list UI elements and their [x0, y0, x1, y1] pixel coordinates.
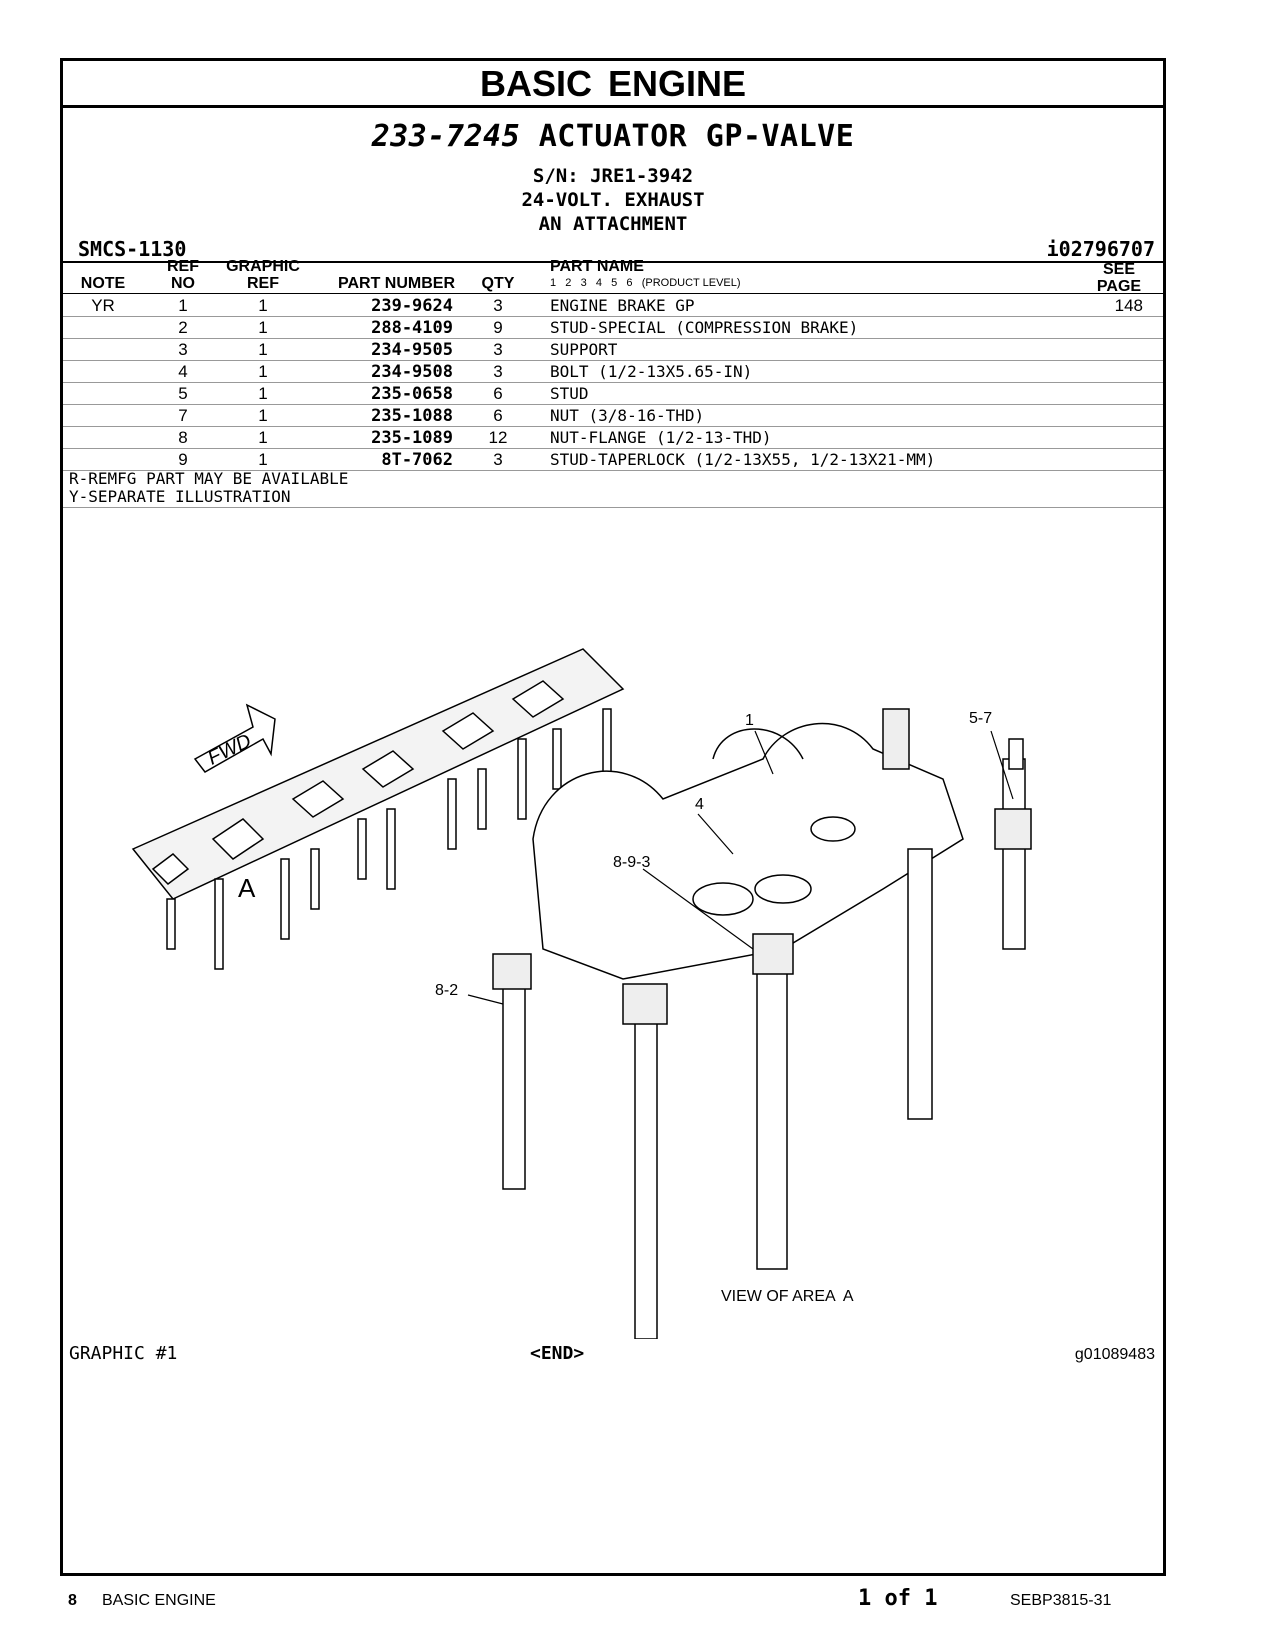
footnote-remfg: R-REMFG PART MAY BE AVAILABLE: [69, 469, 349, 488]
footer-section: BASIC ENGINE: [102, 1592, 216, 1609]
header-bottom-rule: [63, 293, 1163, 294]
callout-8-9-3: 8-9-3: [613, 854, 650, 871]
graphic-id: g01089483: [1074, 1346, 1155, 1363]
attachment-line: AN ATTACHMENT: [538, 213, 688, 235]
page-of: 1 of 1: [858, 1586, 938, 1611]
table-row: 7 1 235-1088 6 NUT (3/8-16-THD): [63, 404, 1163, 427]
smcs-code: SMCS-1130: [78, 237, 187, 261]
callout-8-2: 8-2: [435, 982, 458, 999]
table-row: 4 1 234-9508 3 BOLT (1/2-13X5.65-IN): [63, 360, 1163, 383]
group-name: ACTUATOR GP-VALVE: [538, 119, 855, 154]
header-ref-1: REF: [167, 258, 199, 275]
header-ref-2: NO: [171, 275, 195, 292]
parts-illustration: FWD A 1 5-7 4 8-9-3 8-2 VIEW OF AREA A: [131, 648, 1032, 1339]
callout-4: 4: [695, 796, 704, 813]
table-row: 2 1 288-4109 9 STUD-SPECIAL (COMPRESSION…: [63, 316, 1163, 339]
table-row: 8 1 235-1089 12 NUT-FLANGE (1/2-13-THD): [63, 426, 1163, 449]
footnote-rule: [63, 507, 1163, 508]
header-see-2: PAGE: [1096, 278, 1142, 295]
page-frame: BASIC ENGINE 233-7245 ACTUATOR GP-VALVE …: [60, 58, 1166, 1576]
section-title: BASIC ENGINE: [63, 61, 1163, 108]
end-label: <END>: [530, 1343, 585, 1364]
graphic-label: GRAPHIC #1: [69, 1343, 178, 1364]
table-row: 9 1 8T-7062 3 STUD-TAPERLOCK (1/2-13X55,…: [63, 448, 1163, 471]
doc-id: SEBP3815-31: [1010, 1592, 1112, 1609]
table-row: 5 1 235-0658 6 STUD: [63, 382, 1163, 405]
header-graphic-1: GRAPHIC: [226, 258, 300, 275]
callout-1: 1: [745, 712, 754, 729]
view-caption: VIEW OF AREA A: [721, 1288, 854, 1305]
header-graphic-2: REF: [247, 275, 279, 292]
area-letter: A: [238, 873, 256, 903]
header-note: NOTE: [80, 275, 126, 292]
group-title: 233-7245 ACTUATOR GP-VALVE: [63, 119, 1163, 154]
header-part-number: PART NUMBER: [337, 275, 455, 292]
header-part-name: PART NAME: [550, 258, 644, 275]
header-top-rule: [63, 261, 1163, 263]
table-row: YR 1 1 239-9624 3 ENGINE BRAKE GP 148: [63, 294, 1163, 317]
overview-assembly: [131, 648, 625, 970]
group-number: 233-7245: [371, 119, 521, 154]
footnote-separate-illustration: Y-SEPARATE ILLUSTRATION: [69, 487, 291, 506]
table-row: 3 1 234-9505 3 SUPPORT: [63, 338, 1163, 361]
voltage-line: 24-VOLT. EXHAUST: [521, 189, 705, 211]
document-ident: i02796707: [1046, 237, 1155, 261]
header-qty: QTY: [481, 275, 515, 292]
fwd-arrow-icon: [193, 703, 276, 773]
fwd-label: FWD: [204, 730, 255, 770]
header-see-1: SEE: [1102, 261, 1135, 278]
callout-5-7: 5-7: [969, 710, 992, 727]
header-product-levels: 1 2 3 4 5 6 (PRODUCT LEVEL): [550, 277, 741, 289]
page-number: 8: [68, 1592, 77, 1609]
detail-view-area-a: [492, 708, 1032, 1339]
serial-line: S/N: JRE1-3942: [532, 165, 694, 187]
